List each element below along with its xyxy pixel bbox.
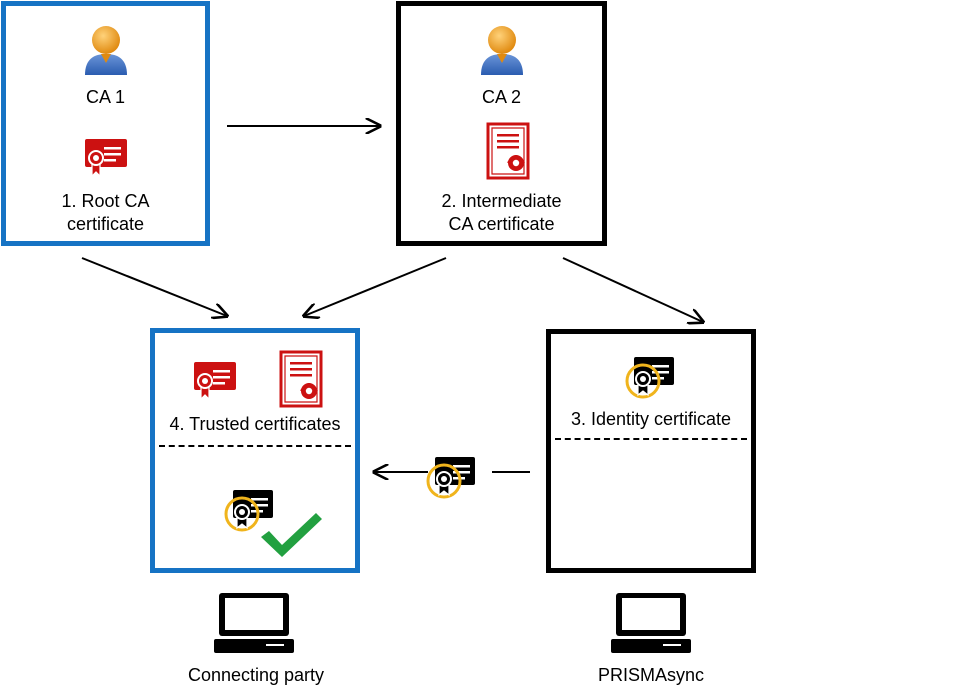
intermediate-ca-certificate-label: 2. Intermediate CA certificate [441, 191, 562, 234]
computer-icon [611, 593, 691, 653]
trusted-certificates-label: 4. Trusted certificates [169, 414, 341, 434]
divider [159, 445, 351, 447]
root-ca-certificate-label: 1. Root CA certificate [61, 191, 150, 234]
prismasync-box: 3. Identity certificate [546, 329, 756, 573]
identity-certificate-icon [224, 490, 273, 532]
user-icon [481, 26, 523, 75]
identity-certificate-label: 3. Identity certificate [570, 409, 732, 429]
divider [555, 438, 747, 440]
identity-certificate-icon [625, 357, 674, 399]
user-icon [85, 26, 127, 75]
identity-certificate-icon [426, 457, 475, 499]
checkmark-icon [261, 513, 322, 557]
arrow-ca1-to-trusted [81, 257, 227, 316]
intermediate-certificate-icon [279, 350, 323, 408]
ca2-name: CA 2 [481, 87, 522, 107]
intermediate-certificate-icon [486, 122, 530, 180]
ca2-box: CA 2 2. Intermediate CA certificate [396, 1, 607, 246]
trusted-certificates-box: 4. Trusted certificates [150, 328, 360, 573]
computer-icon [214, 593, 294, 653]
root-certificate-icon [194, 362, 236, 401]
connecting-party-label: Connecting party [187, 665, 325, 685]
root-certificate-icon [85, 139, 127, 178]
prismasync-label: PRISMAsync [597, 665, 705, 685]
arrow-ca2-to-trusted [304, 257, 447, 316]
ca1-name: CA 1 [85, 87, 126, 107]
arrow-ca2-to-identity [562, 257, 703, 322]
ca1-box: CA 1 1. Root CA certificate [1, 1, 210, 246]
